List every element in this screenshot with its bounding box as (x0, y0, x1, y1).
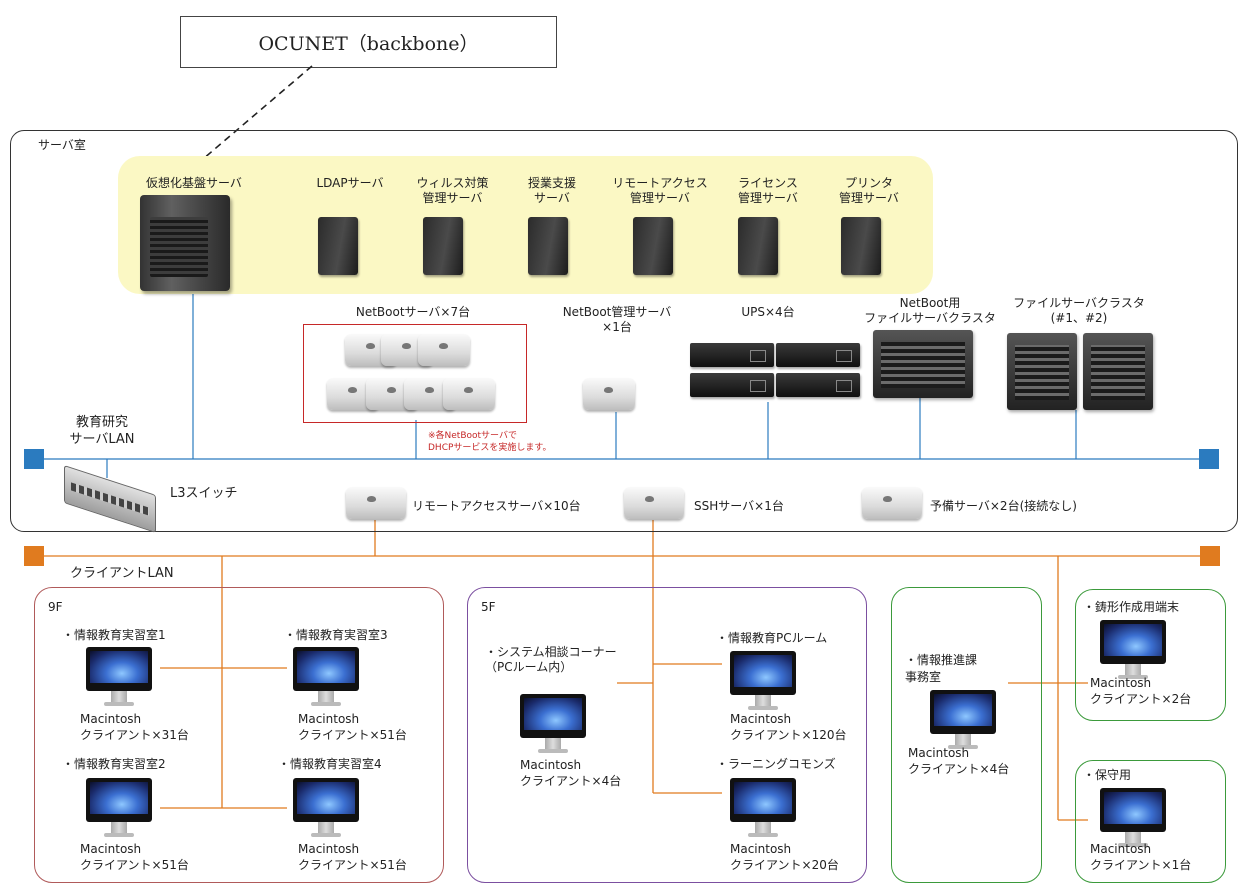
room-count: クライアント×120台 (730, 728, 847, 742)
server-label-license: ライセンス 管理サーバ (738, 176, 798, 205)
netboot-label: NetBootサーバ×7台 (355, 305, 471, 319)
floor9-label: 9F (48, 600, 63, 614)
imac-icon (1100, 620, 1166, 682)
netboot-fs-rack-icon (873, 330, 973, 398)
room-model: Macintosh (80, 712, 142, 726)
netboot-mini-icon (418, 334, 470, 366)
room-model: Macintosh (298, 842, 360, 856)
room-title: ・システム相談コーナー （PCルーム内） (485, 645, 617, 674)
kata-title: ・鋳形作成用端末 (1083, 600, 1180, 614)
server-label-virtualization: 仮想化基盤サーバ (146, 176, 242, 190)
room-count: クライアント×51台 (80, 858, 189, 872)
server-label-printer: プリンタ 管理サーバ (839, 176, 899, 205)
office-model: Macintosh (908, 746, 970, 760)
hoshu-count: クライアント×1台 (1090, 858, 1192, 872)
backbone-label: OCUNET（backbone） (258, 32, 479, 55)
client-lan-endpoint (24, 546, 44, 566)
client-lan-endpoint (1200, 546, 1220, 566)
server-lan-endpoint (24, 449, 44, 469)
floor5-zone (467, 587, 867, 883)
remote-access-label: リモートアクセスサーバ×10台 (412, 499, 581, 513)
room-count: クライアント×31台 (80, 728, 189, 742)
room-title: ・情報教育実習室2 (62, 757, 166, 771)
ups-icon (776, 373, 860, 397)
room-title: ・情報教育実習室3 (284, 628, 388, 642)
fs-cluster-rack-icon (1007, 333, 1077, 410)
imac-icon (293, 647, 359, 709)
server-room-label: サーバ室 (38, 138, 86, 152)
ups-label: UPS×4台 (741, 305, 795, 319)
server-lan-label: 教育研究 サーバLAN (69, 415, 135, 447)
remote-access-server-icon (346, 487, 406, 519)
imac-icon (1100, 788, 1166, 850)
netboot-mini-icon (443, 378, 495, 410)
server-room (10, 130, 1238, 532)
antivirus-server-icon (423, 217, 463, 275)
office-title: ・情報推進課 事務室 (905, 653, 978, 684)
imac-icon (520, 694, 586, 756)
server-highlight-area (118, 156, 933, 294)
imac-icon (930, 690, 996, 752)
room-title: ・情報教育実習室4 (278, 757, 382, 771)
hoshu-title: ・保守用 (1083, 768, 1132, 782)
printer-server-icon (841, 217, 881, 275)
server-label-antivirus: ウィルス対策 管理サーバ (416, 176, 489, 205)
l3-switch-label: L3スイッチ (170, 486, 238, 501)
netboot-fs-label: NetBoot用 ファイルサーバクラスタ (864, 296, 996, 325)
room-model: Macintosh (298, 712, 360, 726)
room-count: クライアント×51台 (298, 728, 407, 742)
room-model: Macintosh (730, 712, 792, 726)
room-model: Macintosh (520, 758, 582, 772)
backbone-box: OCUNET（backbone） (180, 16, 557, 68)
ups-icon (690, 343, 774, 367)
imac-icon (86, 778, 152, 840)
server-label-remote-access-mgmt: リモートアクセス 管理サーバ (612, 176, 708, 205)
room-title: ・情報教育実習室1 (62, 628, 166, 642)
room-model: Macintosh (80, 842, 142, 856)
kata-zone (1075, 589, 1226, 721)
fs-cluster-rack-icon (1083, 333, 1153, 410)
imac-icon (86, 647, 152, 709)
floor5-label: 5F (481, 600, 496, 614)
client-lan-label: クライアントLAN (70, 566, 174, 581)
room-model: Macintosh (730, 842, 792, 856)
backbone-link (195, 65, 313, 166)
hoshu-model: Macintosh (1090, 842, 1152, 856)
ssh-server-icon (624, 487, 684, 519)
imac-icon (730, 651, 796, 713)
spare-label: 予備サーバ×2台(接続なし) (930, 499, 1077, 513)
room-title: ・ラーニングコモンズ (716, 757, 836, 771)
ups-icon (690, 373, 774, 397)
license-server-icon (738, 217, 778, 275)
kata-count: クライアント×2台 (1090, 692, 1192, 706)
office-zone (891, 587, 1042, 883)
ldap-server-icon (318, 217, 358, 275)
room-title: ・情報教育PCルーム (716, 631, 828, 645)
room-count: クライアント×51台 (298, 858, 407, 872)
floor9-zone (34, 587, 444, 883)
spare-server-icon (862, 487, 922, 519)
netboot-note: ※各NetBootサーバで DHCPサービスを実施します。 (428, 431, 552, 453)
imac-icon (293, 778, 359, 840)
server-label-ldap: LDAPサーバ (316, 176, 384, 190)
netboot-admin-server-icon (583, 378, 635, 410)
netboot-admin-label: NetBoot管理サーバ ×1台 (562, 305, 672, 334)
remote-access-mgmt-server-icon (633, 217, 673, 275)
hoshu-zone (1075, 760, 1226, 883)
class-support-server-icon (528, 217, 568, 275)
virtualization-server-icon (140, 195, 230, 291)
netboot-group-box (303, 324, 527, 423)
server-lan-endpoint (1199, 449, 1219, 469)
room-count: クライアント×4台 (520, 774, 622, 788)
ssh-label: SSHサーバ×1台 (694, 499, 784, 513)
room-count: クライアント×20台 (730, 858, 839, 872)
fs-cluster-label: ファイルサーバクラスタ (#1、#2) (1013, 296, 1145, 325)
imac-icon (730, 778, 796, 840)
kata-model: Macintosh (1090, 676, 1152, 690)
office-count: クライアント×4台 (908, 762, 1010, 776)
ups-icon (776, 343, 860, 367)
server-label-class-support: 授業支援 サーバ (527, 176, 576, 205)
